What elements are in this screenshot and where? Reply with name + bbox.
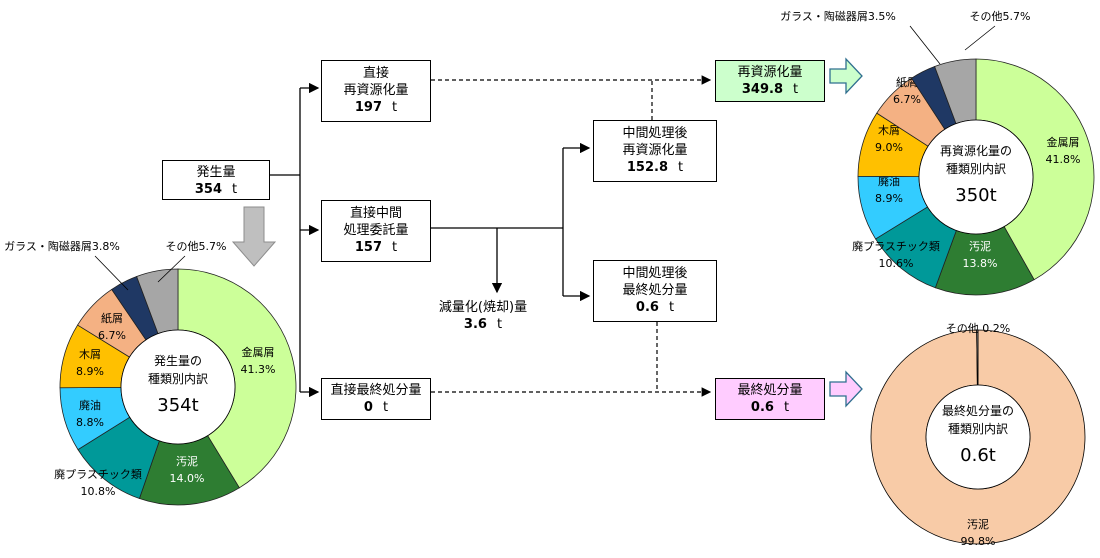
recycle-arrow-icon bbox=[829, 57, 863, 95]
final-total-title: 最終処分量 bbox=[737, 383, 803, 398]
down-arrow-icon bbox=[231, 206, 277, 267]
direct-intermediate-box: 直接中間 処理委託量 157 t bbox=[321, 200, 431, 262]
direct-final-title: 直接最終処分量 bbox=[330, 383, 422, 398]
reduction-title: 減量化(焼却)量 bbox=[438, 300, 528, 315]
direct-intermediate-title1: 直接中間 bbox=[349, 206, 402, 221]
post-recycle-box: 中間処理後 再資源化量 152.8 t bbox=[593, 120, 717, 182]
post-recycle-title1: 中間処理後 bbox=[622, 126, 688, 141]
direct-final-value: 0 bbox=[363, 400, 373, 415]
post-recycle-title2: 再資源化量 bbox=[622, 143, 688, 158]
generated-box: 発生量 354 t bbox=[162, 160, 270, 200]
final-total-value: 0.6 bbox=[750, 400, 774, 415]
generated-title: 発生量 bbox=[196, 165, 236, 180]
direct-recycle-title2: 再資源化量 bbox=[343, 83, 409, 98]
post-final-title1: 中間処理後 bbox=[622, 266, 688, 281]
recycle-total-value: 349.8 bbox=[741, 82, 783, 97]
recycle-total-unit: t bbox=[793, 82, 799, 97]
recycle-total-title: 再資源化量 bbox=[737, 65, 803, 80]
final-total-box: 最終処分量 0.6 t bbox=[715, 378, 825, 420]
post-final-unit: t bbox=[668, 300, 675, 315]
direct-recycle-value: 197 bbox=[354, 100, 383, 115]
post-recycle-unit: t bbox=[678, 160, 684, 175]
final-arrow-icon bbox=[829, 370, 863, 408]
post-final-box: 中間処理後 最終処分量 0.6 t bbox=[593, 260, 717, 322]
direct-recycle-title1: 直接 bbox=[362, 66, 389, 81]
direct-intermediate-title2: 処理委託量 bbox=[343, 223, 409, 238]
direct-intermediate-value: 157 bbox=[354, 240, 383, 255]
reduction-unit: t bbox=[496, 317, 503, 332]
generated-unit: t bbox=[232, 182, 238, 197]
post-recycle-value: 152.8 bbox=[626, 160, 668, 175]
direct-intermediate-unit: t bbox=[392, 240, 398, 255]
post-final-title2: 最終処分量 bbox=[622, 283, 688, 298]
reduction-box: 減量化(焼却)量 3.6 t bbox=[426, 296, 540, 338]
direct-recycle-unit: t bbox=[392, 100, 398, 115]
reduction-value: 3.6 bbox=[463, 317, 487, 332]
generated-value: 354 bbox=[194, 182, 223, 197]
post-final-value: 0.6 bbox=[635, 300, 659, 315]
direct-recycle-box: 直接 再資源化量 197 t bbox=[321, 60, 431, 122]
recycle-total-box: 再資源化量 349.8 t bbox=[715, 60, 825, 102]
direct-final-unit: t bbox=[382, 400, 389, 415]
final-total-unit: t bbox=[783, 400, 790, 415]
